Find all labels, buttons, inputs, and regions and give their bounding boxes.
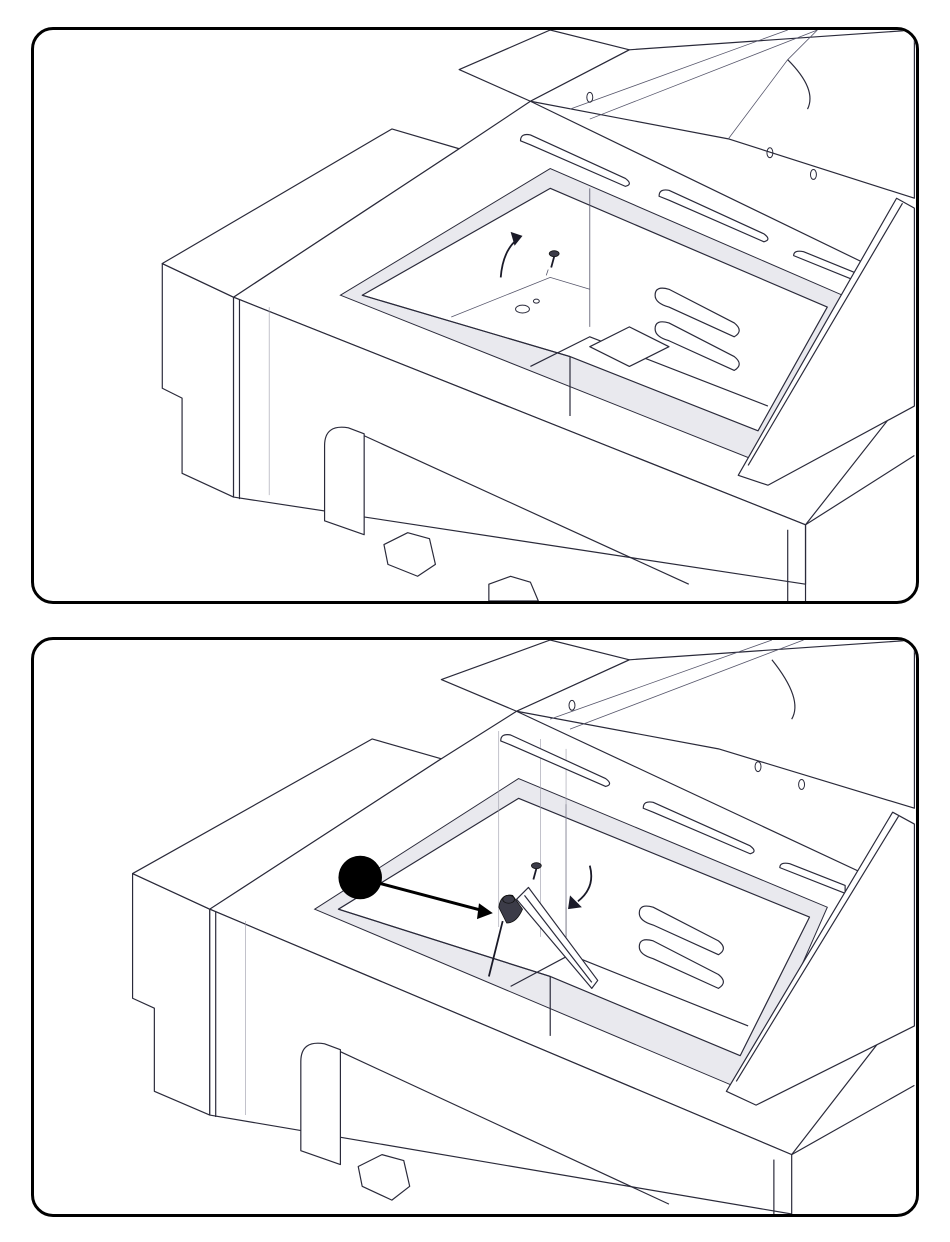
assembly-step-top-panel (31, 27, 919, 604)
grill-cavity-illustration-bottom (34, 640, 916, 1214)
control-knob-1 (358, 1155, 409, 1201)
rear-hole-2 (755, 762, 761, 772)
rear-hole-3 (799, 780, 805, 790)
left-end-cap (133, 874, 210, 1115)
assembly-step-bottom-panel (31, 637, 919, 1217)
control-knob-1 (384, 533, 435, 577)
control-knob-2 (489, 576, 538, 601)
left-end-cap (162, 264, 233, 498)
callout-dot-icon (338, 856, 382, 900)
rear-hole-3 (810, 170, 816, 180)
control-panel-bezel (325, 427, 365, 534)
grill-cavity-illustration-top (34, 30, 916, 601)
control-panel-bezel (301, 1043, 341, 1164)
